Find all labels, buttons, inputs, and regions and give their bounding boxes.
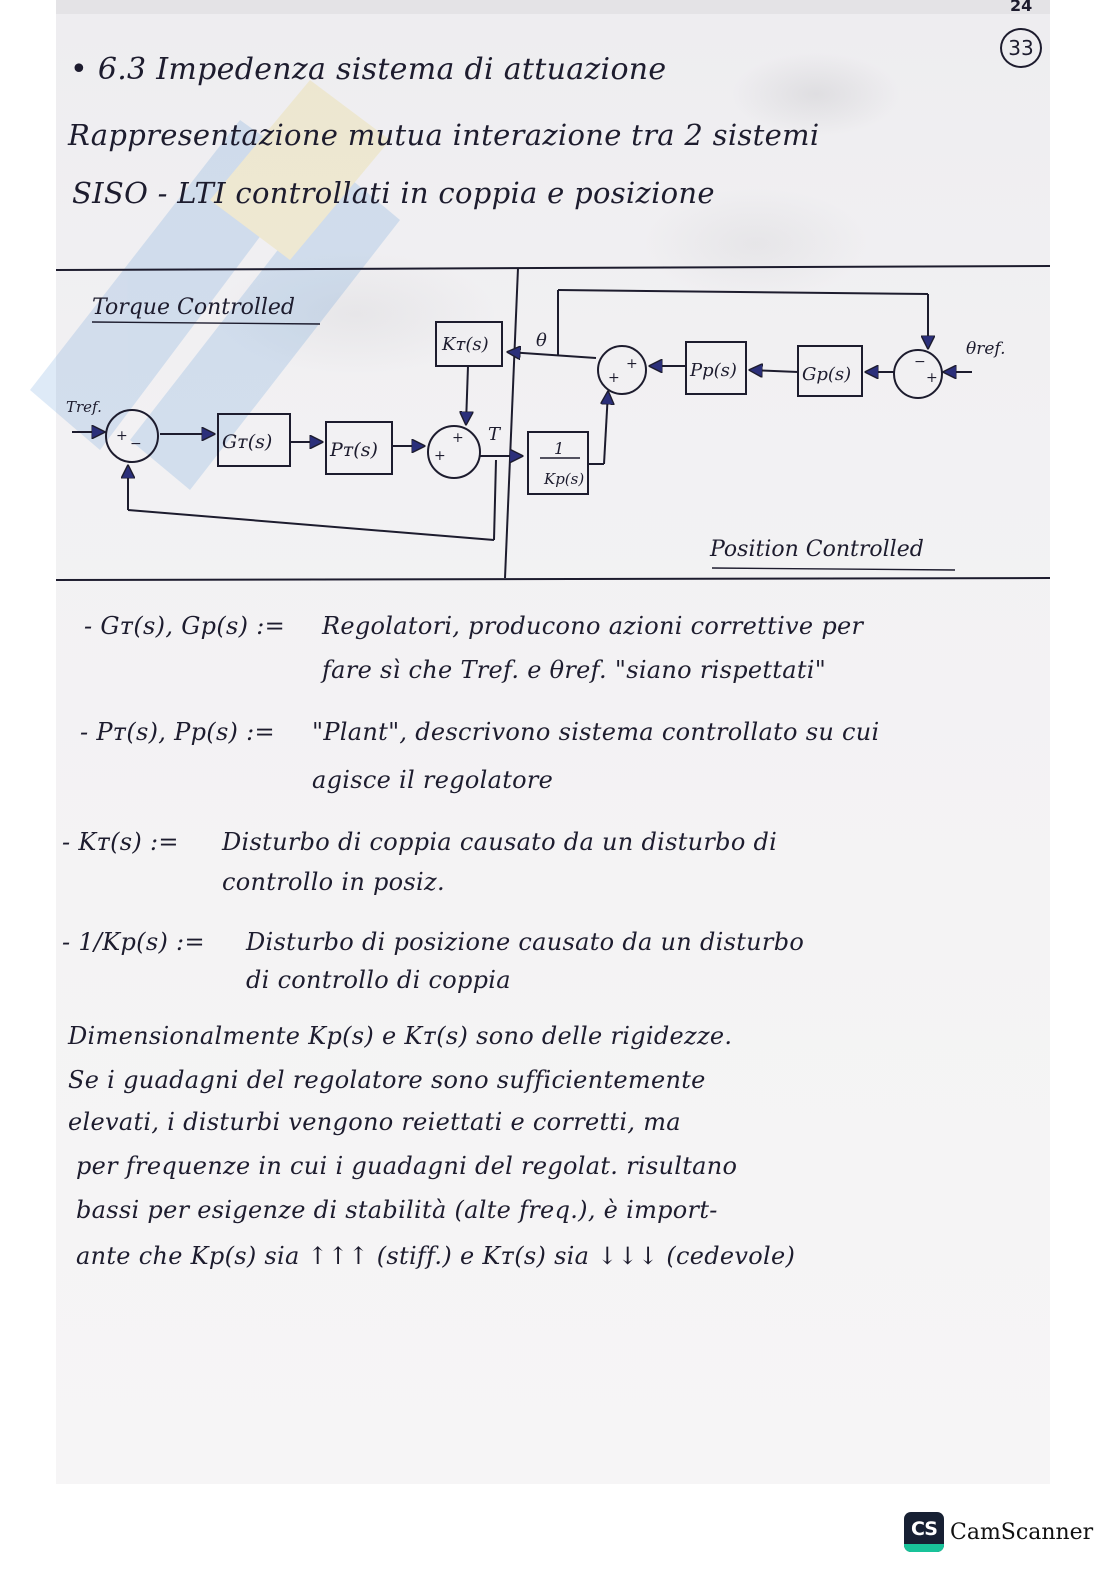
page-number-label: 33	[1008, 36, 1034, 60]
paragraph-line: ante che Kp(s) sia ↑↑↑ (stiff.) e Kᴛ(s) …	[76, 1242, 796, 1270]
paragraph-line: bassi per esigenze di stabilità (alte fr…	[76, 1196, 718, 1224]
camscanner-brand: CamScanner	[950, 1519, 1094, 1545]
page-number-top: 24	[1010, 0, 1033, 15]
definition-term: - Pᴛ(s), Pp(s) :=	[80, 718, 275, 746]
scan-right-margin	[1050, 0, 1116, 1490]
definition-term: - 1/Kp(s) :=	[62, 928, 205, 956]
definition-term: - Kᴛ(s) :=	[62, 828, 179, 856]
intro-line-2: SISO - LTI controllati in coppia e posiz…	[72, 176, 715, 210]
paragraph-line: Dimensionalmente Kp(s) e Kᴛ(s) sono dell…	[68, 1022, 733, 1050]
definition-line: Regolatori, producono azioni correttive …	[322, 612, 864, 640]
definition-line: "Plant", descrivono sistema controllato …	[312, 718, 880, 746]
page-number-circled: 33	[1000, 28, 1042, 68]
definition-line: Disturbo di posizione causato da un dist…	[246, 928, 805, 956]
intro-line-1: Rappresentazione mutua interazione tra 2…	[68, 118, 820, 152]
definition-line: controllo in posiz.	[222, 868, 445, 896]
definition-term: - Gᴛ(s), Gp(s) :=	[84, 612, 285, 640]
scanned-notebook-page	[56, 14, 1050, 1484]
definition-line: fare sì che Tref. e θref. "siano rispett…	[322, 656, 827, 684]
definition-line: di controllo di coppia	[246, 966, 511, 994]
definition-line: Disturbo di coppia causato da un disturb…	[222, 828, 778, 856]
camscanner-badge-icon: CS	[904, 1512, 944, 1552]
paragraph-line: Se i guadagni del regolatore sono suffic…	[68, 1066, 706, 1094]
camscanner-logo: CS CamScanner	[904, 1512, 1093, 1552]
section-title: • 6.3 Impedenza sistema di attuazione	[70, 52, 667, 87]
paragraph-line: per frequenze in cui i guadagni del rego…	[76, 1152, 738, 1180]
definition-line: agisce il regolatore	[312, 766, 554, 794]
paragraph-line: elevati, i disturbi vengono reiettati e …	[68, 1108, 681, 1136]
camscanner-badge-text: CS	[911, 1518, 938, 1540]
scan-top-strip	[56, 0, 1050, 14]
